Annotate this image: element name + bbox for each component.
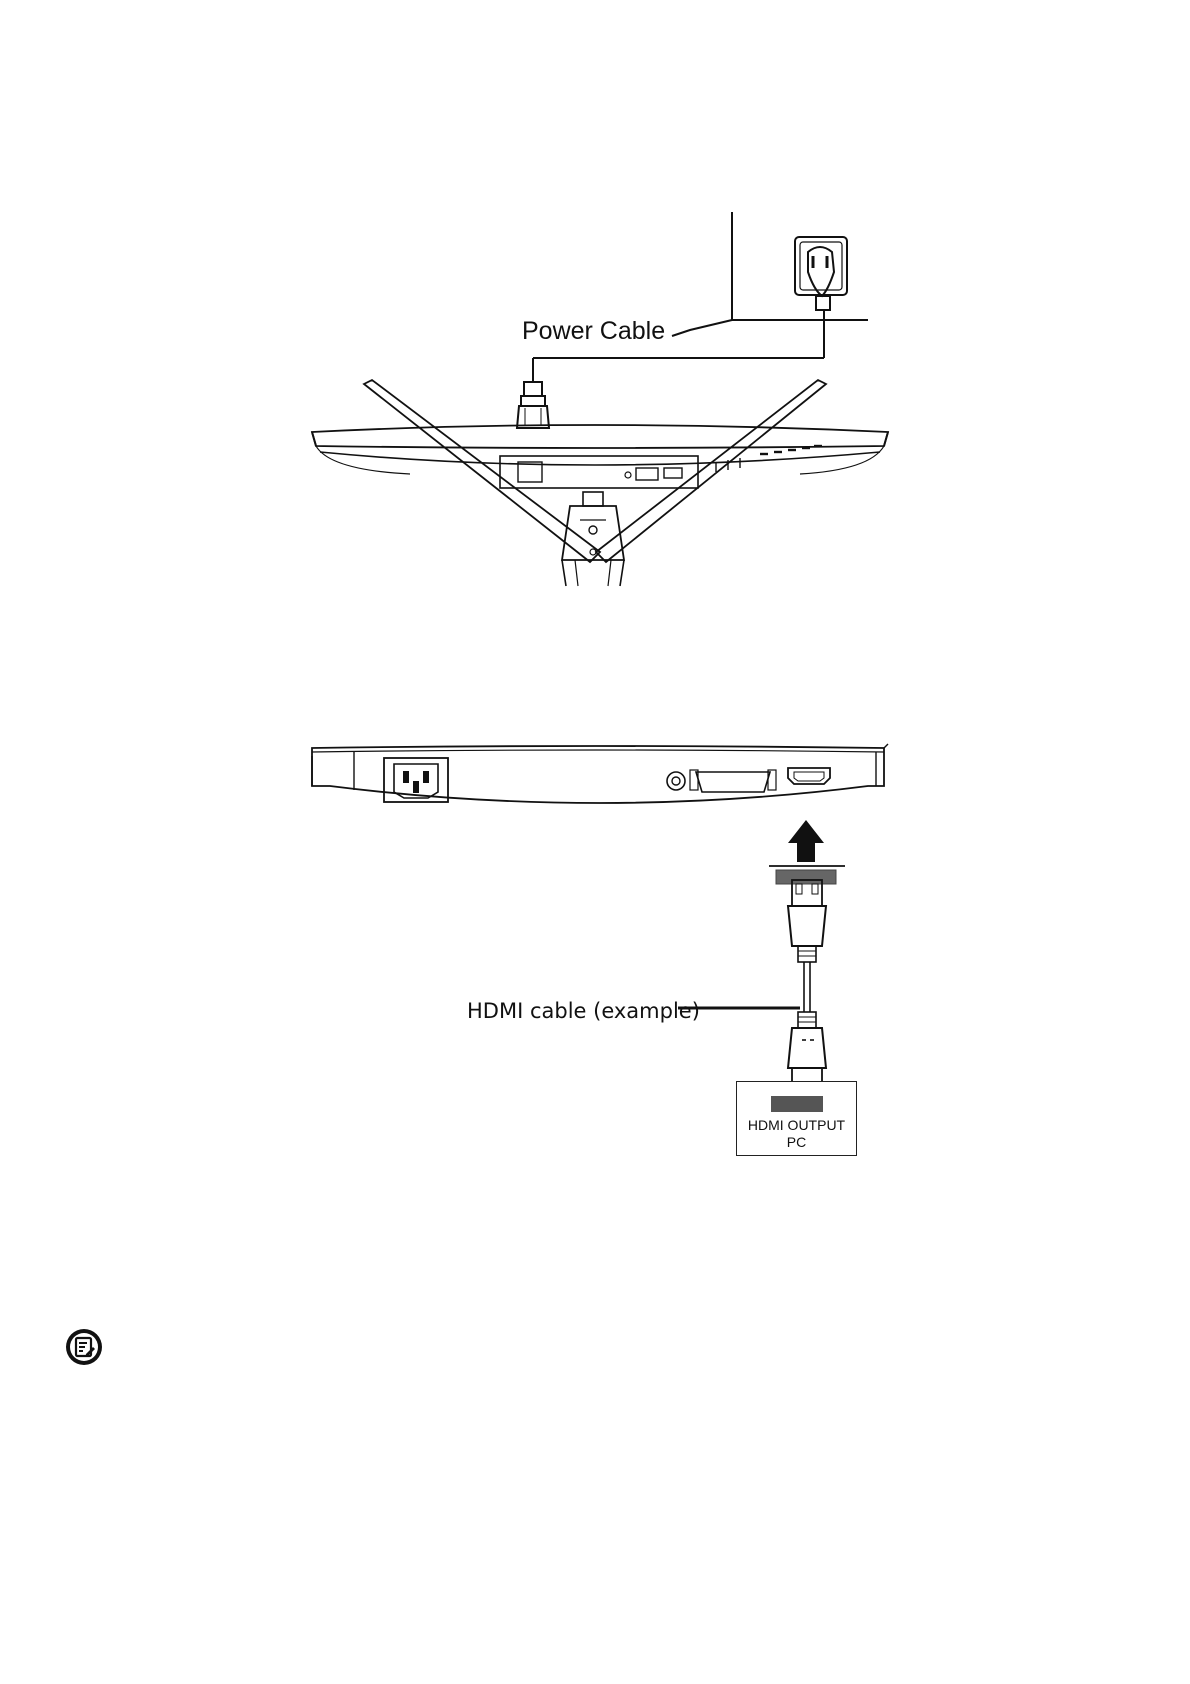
pc-box-line1: HDMI OUTPUT — [737, 1117, 856, 1133]
pc-box-line2: PC — [737, 1134, 856, 1150]
hdmi-cable-label: HDMI cable (example) — [467, 999, 700, 1023]
power-cable-label: Power Cable — [522, 317, 665, 346]
note-icon — [64, 1327, 104, 1367]
pc-hdmi-port — [771, 1096, 823, 1112]
power-connection-diagram — [0, 0, 1190, 620]
pc-hdmi-output-box: HDMI OUTPUT PC — [736, 1081, 857, 1156]
